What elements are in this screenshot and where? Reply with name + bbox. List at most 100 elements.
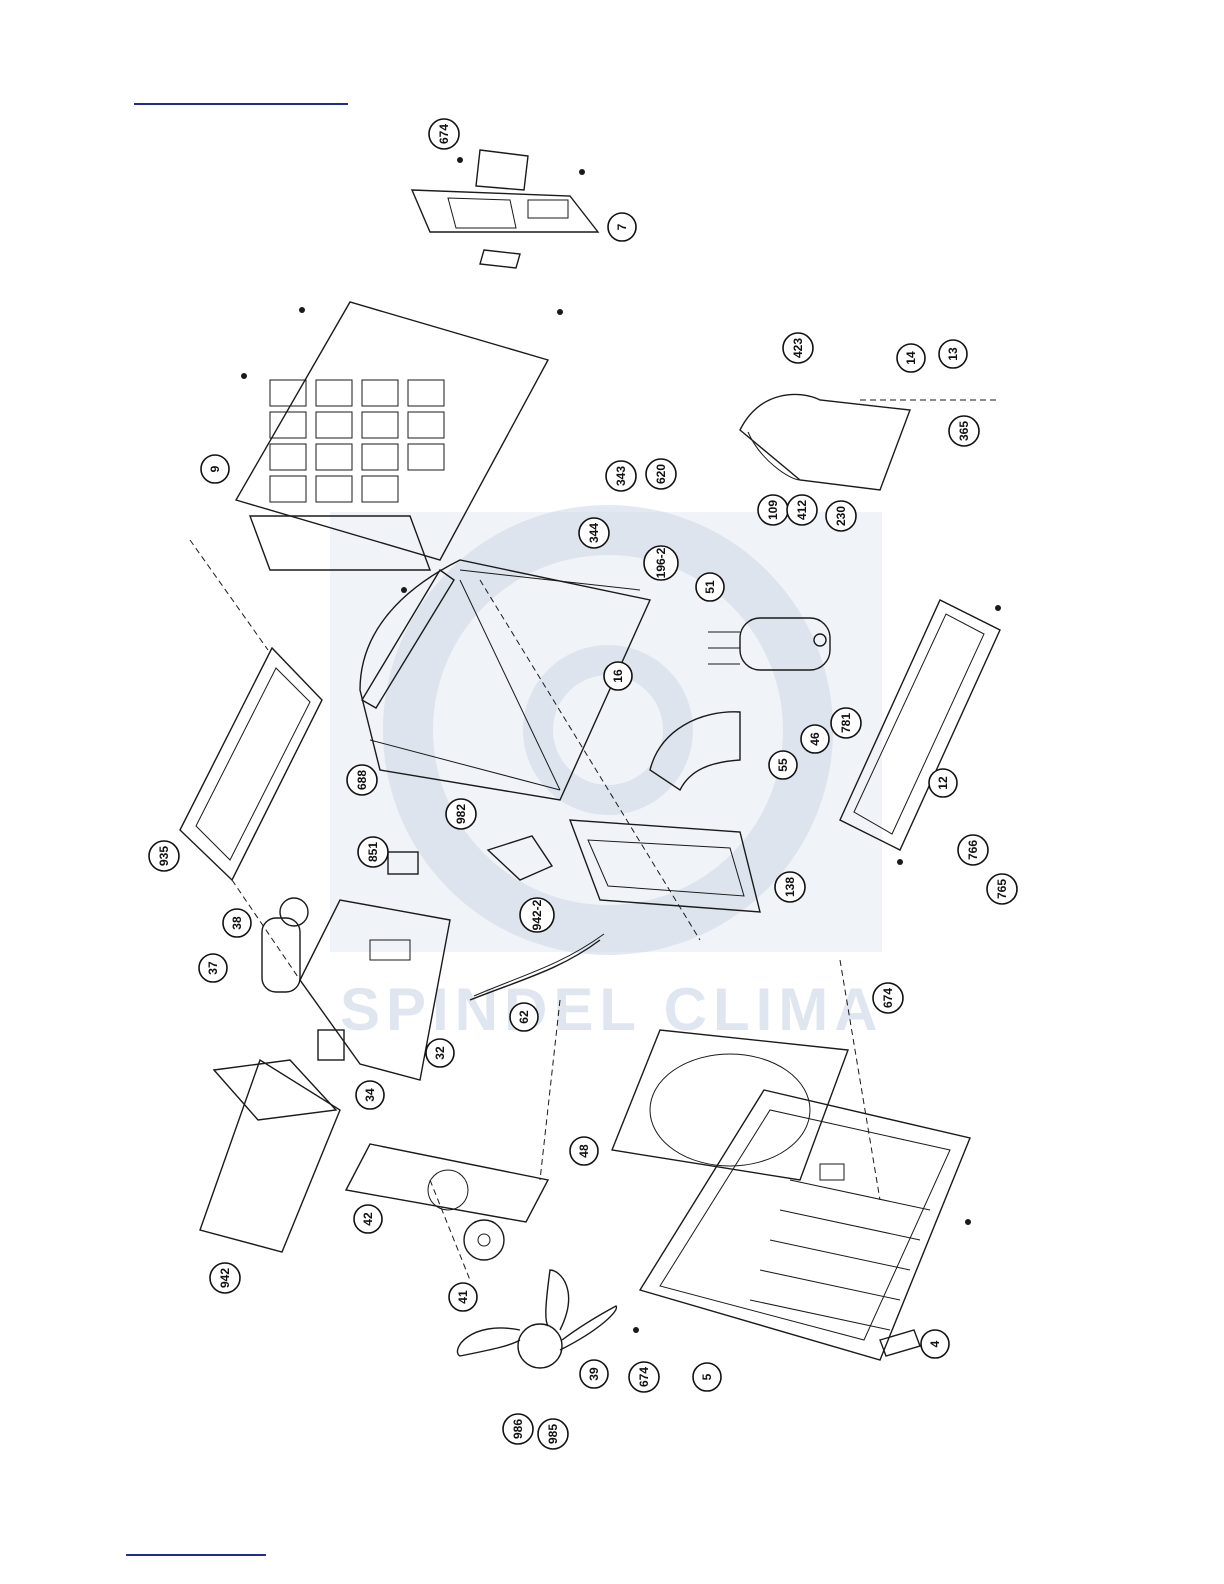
callout-674-right: 674 <box>873 983 903 1013</box>
svg-text:412: 412 <box>795 500 809 520</box>
callout-5: 5 <box>693 1363 721 1391</box>
svg-text:343: 343 <box>614 466 628 486</box>
callout-766: 766 <box>958 835 988 865</box>
svg-text:55: 55 <box>776 758 790 772</box>
svg-text:34: 34 <box>363 1088 377 1102</box>
callout-674: 674 <box>429 119 459 149</box>
watermark: SPINDEL CLIMA <box>330 512 884 1043</box>
part-41-fan-motor <box>464 1220 504 1260</box>
callout-851: 851 <box>358 837 388 867</box>
callout-196-2: 196-2 <box>644 546 678 580</box>
svg-text:32: 32 <box>433 1046 447 1060</box>
callout-344: 344 <box>579 518 609 548</box>
svg-text:12: 12 <box>936 776 950 790</box>
part-423-housing <box>740 394 910 490</box>
svg-text:688: 688 <box>355 770 369 790</box>
callout-986: 986 <box>503 1414 533 1444</box>
svg-text:986: 986 <box>511 1419 525 1439</box>
svg-text:37: 37 <box>206 961 220 975</box>
svg-text:16: 16 <box>611 669 625 683</box>
svg-text:674: 674 <box>881 988 895 1008</box>
callout-343: 343 <box>606 461 636 491</box>
callout-4: 4 <box>921 1330 949 1358</box>
callout-7: 7 <box>608 213 636 241</box>
callout-412: 412 <box>787 495 817 525</box>
svg-text:674: 674 <box>437 124 451 144</box>
svg-text:62: 62 <box>517 1010 531 1024</box>
callout-42: 42 <box>354 1205 382 1233</box>
svg-text:39: 39 <box>587 1367 601 1381</box>
svg-text:13: 13 <box>946 347 960 361</box>
callout-230: 230 <box>826 501 856 531</box>
callout-620: 620 <box>646 459 676 489</box>
watermark-text: SPINDEL CLIMA <box>340 976 884 1043</box>
svg-text:935: 935 <box>157 846 171 866</box>
callout-34: 34 <box>356 1081 384 1109</box>
callout-674-bottom: 674 <box>629 1362 659 1392</box>
callout-365: 365 <box>949 416 979 446</box>
svg-text:942: 942 <box>218 1268 232 1288</box>
svg-text:674: 674 <box>637 1367 651 1387</box>
callout-942: 942 <box>210 1263 240 1293</box>
svg-text:7: 7 <box>615 223 629 230</box>
svg-text:423: 423 <box>791 338 805 358</box>
callout-48: 48 <box>570 1137 598 1165</box>
callout-935: 935 <box>149 841 179 871</box>
part-935-air-filter <box>180 648 322 880</box>
svg-text:230: 230 <box>834 506 848 526</box>
callout-688: 688 <box>347 765 377 795</box>
callout-765: 765 <box>987 874 1017 904</box>
svg-text:765: 765 <box>995 879 1009 899</box>
svg-text:51: 51 <box>703 580 717 594</box>
callout-46: 46 <box>801 725 829 753</box>
callout-51: 51 <box>696 573 724 601</box>
callout-942-2: 942-2 <box>520 898 554 932</box>
part-48-shroud <box>612 1030 848 1180</box>
svg-text:48: 48 <box>577 1144 591 1158</box>
svg-text:851: 851 <box>366 842 380 862</box>
part-39-fan-blade <box>458 1270 617 1368</box>
svg-text:14: 14 <box>904 351 918 365</box>
svg-text:42: 42 <box>361 1212 375 1226</box>
svg-text:620: 620 <box>654 464 668 484</box>
svg-text:766: 766 <box>966 840 980 860</box>
callout-109: 109 <box>758 495 788 525</box>
callout-9: 9 <box>201 455 229 483</box>
svg-text:365: 365 <box>957 421 971 441</box>
callout-16: 16 <box>604 662 632 690</box>
svg-text:9: 9 <box>208 465 222 472</box>
callout-32: 32 <box>426 1039 454 1067</box>
svg-text:344: 344 <box>587 523 601 543</box>
callout-38: 38 <box>223 909 251 937</box>
svg-text:5: 5 <box>700 1373 714 1380</box>
svg-text:138: 138 <box>783 877 797 897</box>
svg-text:942-2: 942-2 <box>530 899 544 930</box>
part-4-label <box>880 1330 920 1356</box>
callout-37: 37 <box>199 954 227 982</box>
callout-12: 12 <box>929 769 957 797</box>
svg-text:4: 4 <box>928 1340 942 1347</box>
part-5-outer-case <box>633 1090 971 1360</box>
svg-text:38: 38 <box>230 916 244 930</box>
callout-62: 62 <box>510 1003 538 1031</box>
svg-text:982: 982 <box>454 804 468 824</box>
callout-39: 39 <box>580 1360 608 1388</box>
part-7-cover-plate <box>412 150 598 268</box>
callout-423: 423 <box>783 333 813 363</box>
callout-55: 55 <box>769 751 797 779</box>
svg-text:781: 781 <box>839 713 853 733</box>
svg-text:46: 46 <box>808 732 822 746</box>
callout-14: 14 <box>897 344 925 372</box>
callout-985: 985 <box>538 1419 568 1449</box>
svg-text:41: 41 <box>456 1290 470 1304</box>
svg-text:109: 109 <box>766 500 780 520</box>
svg-text:196-2: 196-2 <box>654 547 668 578</box>
callout-13: 13 <box>939 340 967 368</box>
callout-138: 138 <box>775 872 805 902</box>
callout-41: 41 <box>449 1283 477 1311</box>
svg-text:985: 985 <box>546 1424 560 1444</box>
callout-982: 982 <box>446 799 476 829</box>
part-942-side-cover <box>200 1060 340 1252</box>
callout-781: 781 <box>831 708 861 738</box>
